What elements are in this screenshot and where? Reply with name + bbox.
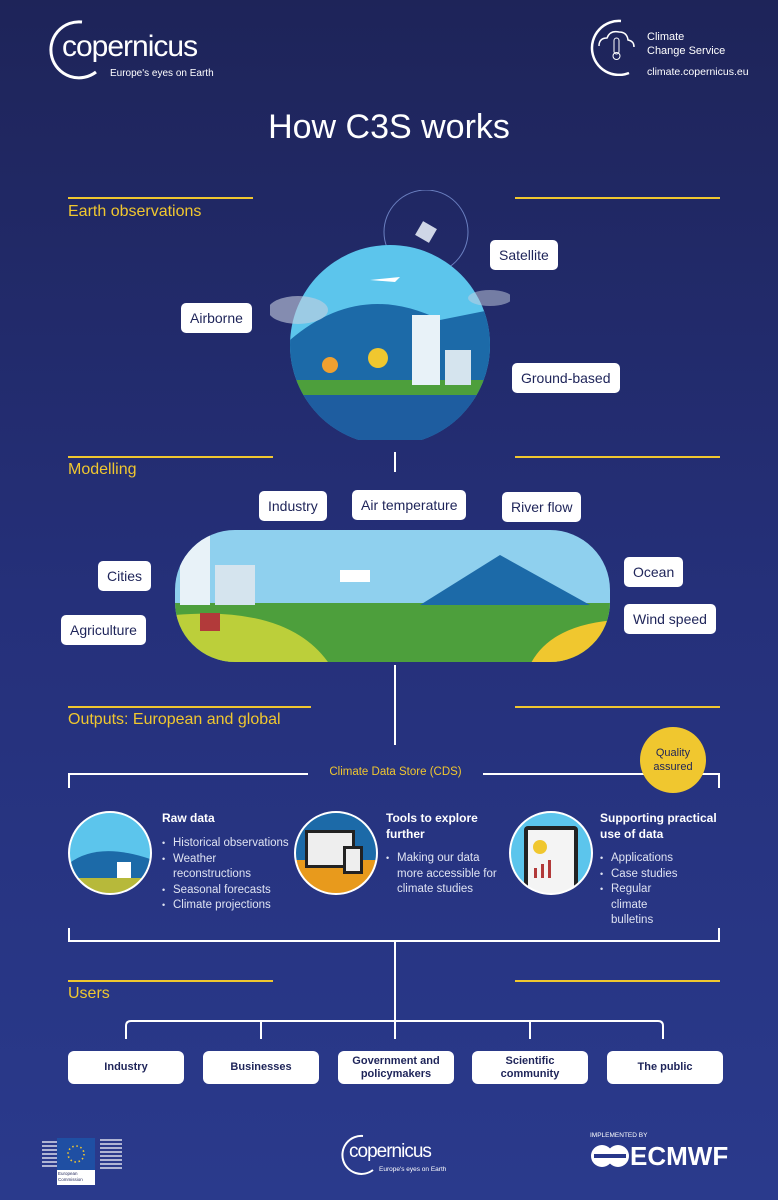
copernicus-logo: copernicus Europe's eyes on Earth xyxy=(40,18,214,80)
divider xyxy=(515,456,720,458)
label-airborne: Airborne xyxy=(181,303,252,333)
tools-icon xyxy=(294,811,378,895)
connector-line xyxy=(394,452,396,472)
list-item: Case studies xyxy=(600,867,710,883)
divider xyxy=(515,706,720,708)
cds-label: Climate Data Store (CDS) xyxy=(329,766,462,778)
user-scientific-community: Scientific community xyxy=(472,1051,588,1084)
user-government: Government and policymakers xyxy=(338,1051,454,1084)
bracket-tick xyxy=(68,773,70,788)
connector-line xyxy=(394,665,396,745)
label-wind-speed: Wind speed xyxy=(624,604,716,634)
bracket-tick xyxy=(718,928,720,942)
bracket-tick xyxy=(68,928,70,942)
practical-use-icon xyxy=(509,811,593,895)
list-item: Applications xyxy=(600,851,710,867)
user-public: The public xyxy=(607,1051,723,1084)
divider xyxy=(68,197,253,199)
section-heading-outputs: Outputs: European and global xyxy=(68,711,281,728)
section-heading-earth-observations: Earth observations xyxy=(68,203,202,220)
list-item: Regular climate bulletins xyxy=(600,882,690,929)
c3s-logo: Climate Change Service climate.copernicu… xyxy=(585,18,755,78)
label-industry: Industry xyxy=(259,491,327,521)
label-cities: Cities xyxy=(98,561,152,591)
cds-bracket-bottom xyxy=(68,940,720,942)
label-ground-based: Ground-based xyxy=(512,363,620,393)
output-list-practical-use: Applications Case studies Regular climat… xyxy=(600,851,710,929)
list-item: Seasonal forecasts xyxy=(162,883,292,899)
user-businesses: Businesses xyxy=(203,1051,319,1084)
divider xyxy=(68,456,273,458)
label-ocean: Ocean xyxy=(624,557,684,587)
cds-bracket-top-right xyxy=(483,773,720,775)
cloud-thermometer-icon xyxy=(590,19,635,76)
user-industry: Industry xyxy=(68,1051,184,1084)
label-agriculture: Agriculture xyxy=(61,615,146,645)
satellite-icon xyxy=(415,221,437,243)
connector-line xyxy=(394,942,396,1039)
list-item: Weather reconstructions xyxy=(162,852,262,883)
ecmwf-symbol-icon xyxy=(591,1145,629,1167)
output-list-raw-data: Historical observations Weather reconstr… xyxy=(162,836,292,914)
label-river-flow: River flow xyxy=(502,492,582,522)
modelling-illustration xyxy=(175,530,610,662)
divider xyxy=(515,980,720,982)
bracket-tick xyxy=(718,773,720,788)
divider xyxy=(68,980,273,982)
list-item: Making our data more accessible for clim… xyxy=(386,851,501,898)
label-air-temperature: Air temperature xyxy=(352,490,467,520)
output-title-raw-data: Raw data xyxy=(162,811,215,825)
output-list-tools: Making our data more accessible for clim… xyxy=(386,851,501,898)
list-item: Historical observations xyxy=(162,836,292,852)
section-heading-users: Users xyxy=(68,985,110,1002)
european-commission-logo: European Commission xyxy=(40,1128,125,1186)
quality-assured-badge: Quality assured xyxy=(640,727,706,793)
output-title-tools: Tools to explore further xyxy=(386,811,478,841)
divider xyxy=(68,706,311,708)
ecmwf-logo: IMPLEMENTED BY ECMWF xyxy=(590,1132,729,1171)
list-item: Climate projections xyxy=(162,898,292,914)
earth-observation-illustration xyxy=(270,190,510,440)
divider xyxy=(515,197,720,199)
raw-data-icon xyxy=(68,811,152,895)
copernicus-footer-logo: copernicus Europe's eyes on Earth xyxy=(335,1133,450,1175)
label-satellite: Satellite xyxy=(490,240,558,270)
page-title: How C3S works xyxy=(268,108,510,146)
cds-bracket-top-left xyxy=(68,773,308,775)
output-title-practical-use: Supporting practical use of data xyxy=(600,811,717,841)
users-tree-connector xyxy=(125,1020,664,1039)
section-heading-modelling: Modelling xyxy=(68,461,137,478)
